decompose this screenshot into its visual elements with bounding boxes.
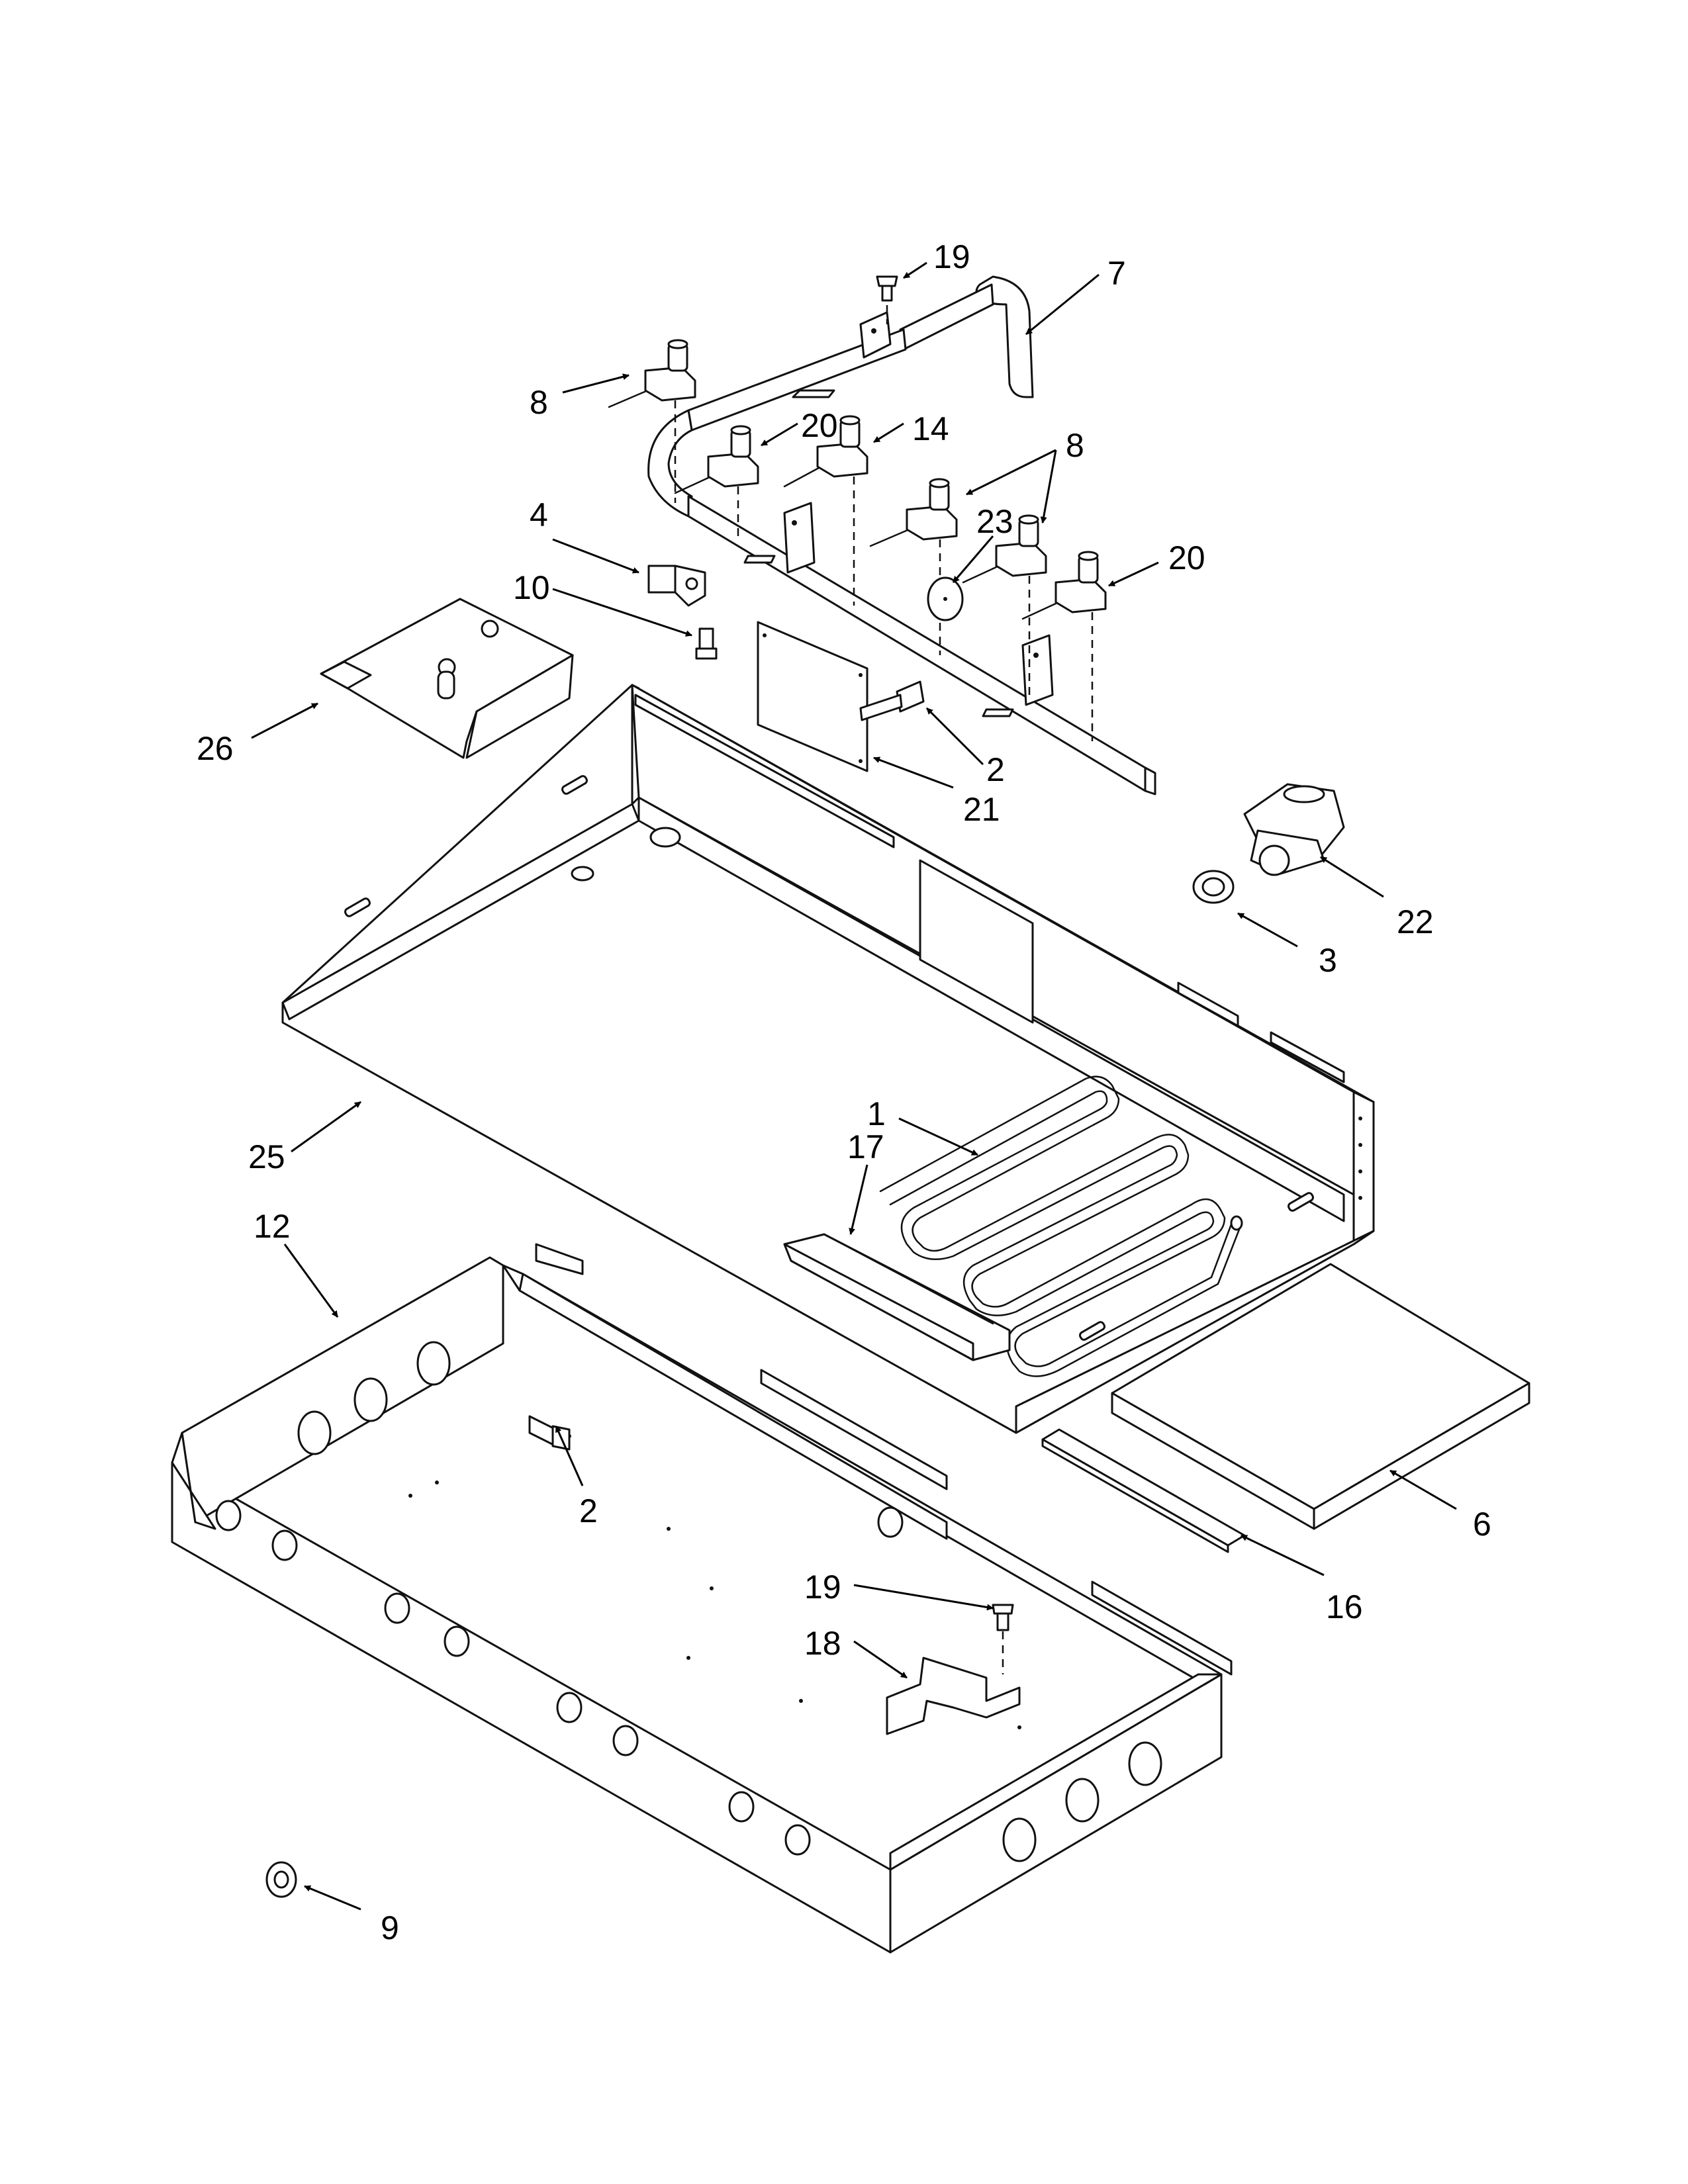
drip-trough xyxy=(783,1233,1011,1361)
strip-16 xyxy=(1041,1428,1246,1553)
nut-9 xyxy=(265,1861,297,1898)
callout-2-bottom: 2 xyxy=(579,1492,598,1529)
lower-chassis xyxy=(171,1243,1233,1954)
cover-plate-26 xyxy=(320,598,574,759)
screw-10 xyxy=(695,627,718,660)
main-tray xyxy=(281,684,1375,1434)
callout-6: 6 xyxy=(1473,1506,1491,1543)
callout-labels: 1 2 2 3 4 6 7 8 8 9 10 12 14 16 17 18 19… xyxy=(197,238,1491,1946)
callout-23: 23 xyxy=(976,503,1013,540)
burner-valve-4 xyxy=(962,514,1047,584)
callout-9: 9 xyxy=(381,1909,399,1946)
callout-25: 25 xyxy=(248,1138,285,1175)
callout-20-right: 20 xyxy=(1168,539,1205,576)
callout-4: 4 xyxy=(530,496,548,533)
callout-18: 18 xyxy=(804,1625,841,1662)
callout-21: 21 xyxy=(963,791,1000,828)
burner-valve-2 xyxy=(674,425,759,494)
heating-element xyxy=(879,1075,1243,1377)
burner-valve-14 xyxy=(783,415,868,488)
griddle-plate xyxy=(1111,1263,1530,1530)
callout-16: 16 xyxy=(1326,1588,1363,1625)
callout-26: 26 xyxy=(197,730,234,767)
burner-valve-20 xyxy=(1021,551,1107,620)
callout-12: 12 xyxy=(254,1208,291,1245)
bracket-4 xyxy=(647,565,706,607)
callout-19-bottom: 19 xyxy=(804,1569,841,1606)
callout-8-left: 8 xyxy=(530,384,548,421)
callout-2-top: 2 xyxy=(986,751,1005,788)
callout-20-left: 20 xyxy=(801,407,838,444)
bracket-18 xyxy=(886,1657,1021,1735)
pressure-regulator xyxy=(1243,783,1345,876)
gas-manifold-pipe xyxy=(647,275,1156,796)
callout-7: 7 xyxy=(1107,255,1126,292)
callout-1: 1 xyxy=(867,1095,886,1132)
callout-22: 22 xyxy=(1397,903,1434,940)
plate-21 xyxy=(757,621,868,772)
callout-10: 10 xyxy=(513,569,550,606)
burner-valve-1 xyxy=(608,339,696,408)
leader-lines xyxy=(251,261,1457,1911)
callout-14: 14 xyxy=(912,410,949,447)
screw-2-top xyxy=(859,680,925,721)
callout-3: 3 xyxy=(1319,942,1337,979)
callout-17: 17 xyxy=(847,1128,884,1165)
nut-3 xyxy=(1192,870,1235,904)
callout-8-right: 8 xyxy=(1066,427,1084,464)
screw-19-bottom xyxy=(992,1604,1014,1631)
burner-valve-3 xyxy=(869,478,958,547)
screw-top xyxy=(876,275,898,302)
callout-19-top: 19 xyxy=(933,238,970,275)
